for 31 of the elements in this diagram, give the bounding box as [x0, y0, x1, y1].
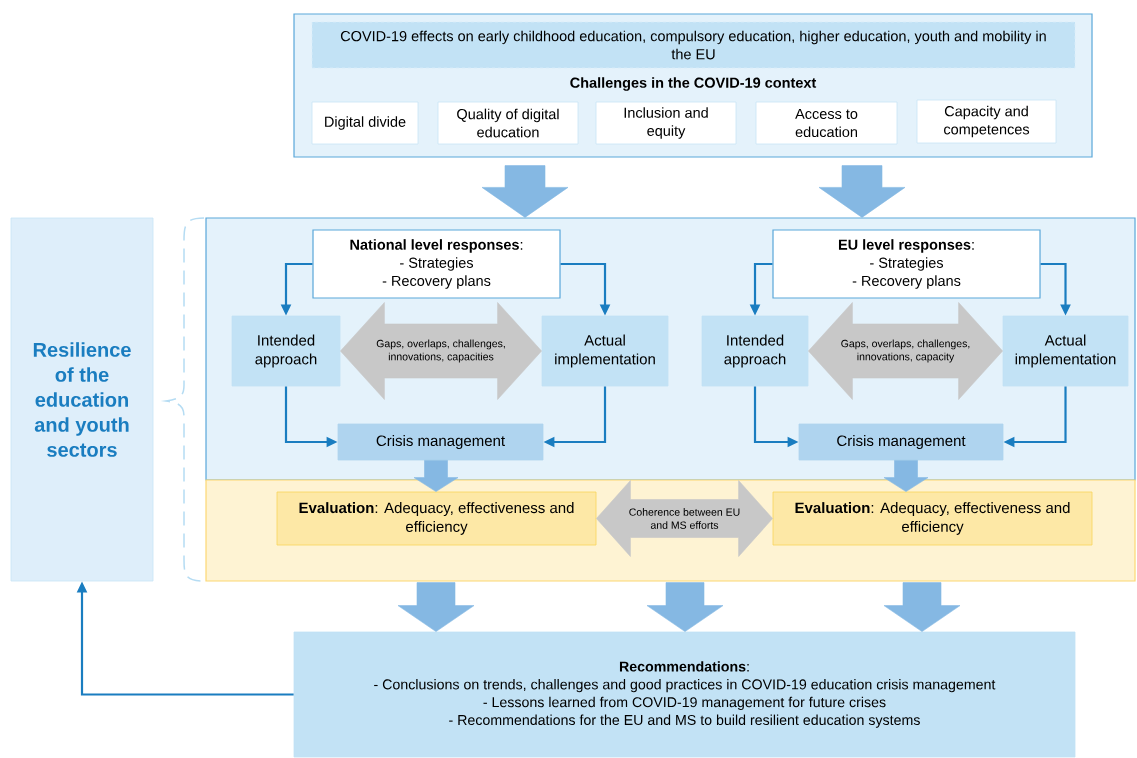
- process-box: Actual implementation: [541, 315, 669, 387]
- response-box: National level responses: - Strategies - Recovery plans: [312, 229, 561, 299]
- challenge-box: Inclusion and equity: [595, 101, 737, 145]
- arrow: [481, 165, 569, 218]
- process-box: Intended approach: [231, 315, 341, 387]
- resilience-box: Resilience of the education and youth sectors: [10, 217, 154, 582]
- edge-label: Gaps, overlaps, challenges, innovations, capacity: [841, 339, 970, 363]
- evaluation-box: Evaluation: Adequacy, effectiveness and efficiency: [772, 491, 1093, 546]
- process-box: Crisis management: [337, 423, 544, 461]
- process-box: Intended approach: [701, 315, 809, 387]
- arrow: [413, 460, 459, 492]
- arrow: [883, 582, 961, 632]
- recommendations-box: Recommendations: - Conclusions on trends, challenges and good practices in COVID-19 education crisis management - Lessons learned from COVID-19 management for future crises - Recommendations for the EU and MS to build resilient education systems: [293, 631, 1076, 758]
- response-box: EU level responses: - Strategies - Recovery plans: [772, 229, 1041, 299]
- arrow: [340, 302, 542, 400]
- banner: COVID-19 effects on early childhood education, compulsory education, higher education, youth and mobility in the EU: [311, 21, 1076, 69]
- arrow: [883, 460, 929, 492]
- process-box: Crisis management: [798, 423, 1004, 461]
- edge-label: Coherence between EU and MS efforts: [629, 508, 740, 529]
- challenge-box: Quality of digital education: [437, 101, 579, 145]
- evaluation-box: Evaluation: Adequacy, effectiveness and efficiency: [276, 491, 597, 546]
- challenge-box: Access to education: [755, 101, 898, 145]
- challenge-box: Digital divide: [311, 101, 419, 145]
- arrow: [646, 582, 724, 632]
- arrow: [808, 302, 1003, 400]
- arrow: [397, 582, 475, 632]
- challenge-box: Capacity and competences: [916, 99, 1057, 144]
- arrow: [818, 165, 906, 218]
- process-box: Actual implementation: [1002, 315, 1129, 387]
- arrow: [596, 480, 773, 557]
- edge-label: Gaps, overlaps, challenges, innovations, capacities: [376, 339, 505, 363]
